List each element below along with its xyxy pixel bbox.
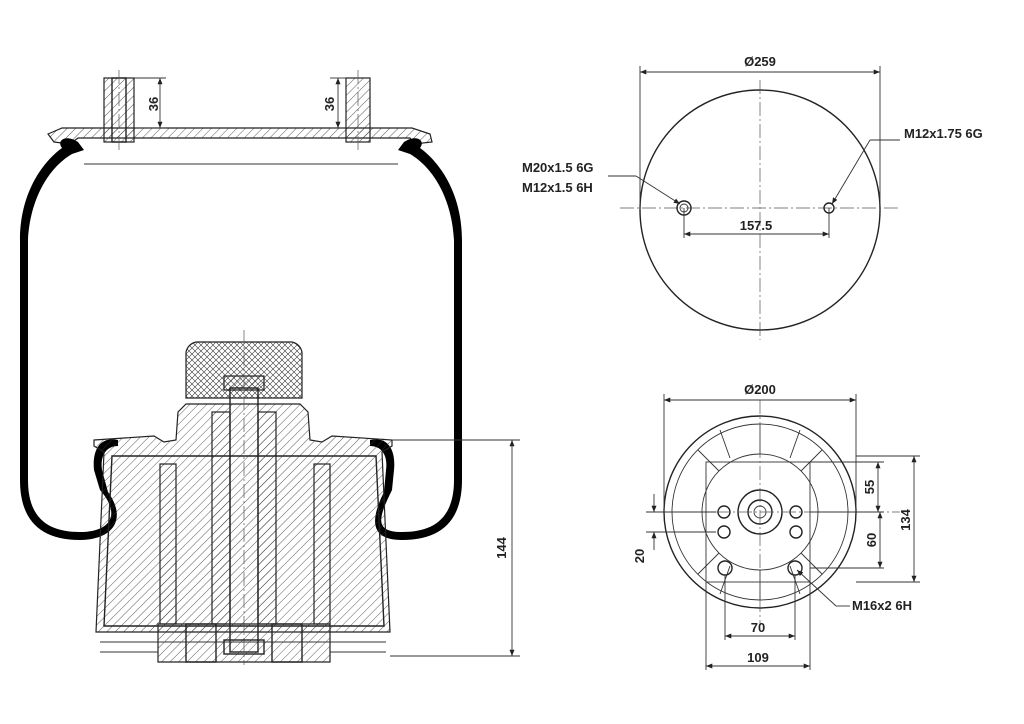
- thread-label-left-1: M20x1.5 6G: [522, 160, 594, 175]
- side-view: 36 36 144: [20, 70, 520, 665]
- dim-stud-spacing: 157.5: [740, 218, 773, 233]
- dim-109: 109: [747, 650, 769, 665]
- piston-shell: [93, 403, 393, 633]
- piston-base: [157, 623, 331, 663]
- top-view: Ø259 157.5 M20x1.5 6G M12x1.5 6H M12x1.7…: [522, 54, 983, 340]
- dim-stud-height-left: 36: [146, 97, 161, 111]
- bottom-view: Ø200 55 134 60 20 M16x2 6H 70 10: [632, 382, 920, 670]
- mount-hole-left: [717, 560, 733, 576]
- bolt-hole-3: [717, 525, 731, 539]
- thread-label-left-2: M12x1.5 6H: [522, 180, 593, 195]
- dim-top-diameter: Ø259: [744, 54, 776, 69]
- rubber-bellow-right: [370, 138, 462, 540]
- dim-134: 134: [898, 508, 913, 530]
- dim-bottom-diameter: Ø200: [744, 382, 776, 397]
- thread-label-bolt: M16x2 6H: [852, 598, 912, 613]
- thread-label-right: M12x1.75 6G: [904, 126, 983, 141]
- bolt-hole-4: [789, 525, 803, 539]
- dim-60: 60: [864, 533, 879, 547]
- dim-20: 20: [632, 549, 647, 563]
- dim-height: 144: [494, 536, 509, 558]
- dim-55: 55: [862, 480, 877, 494]
- dim-stud-height-right: 36: [322, 97, 337, 111]
- dim-70: 70: [751, 620, 765, 635]
